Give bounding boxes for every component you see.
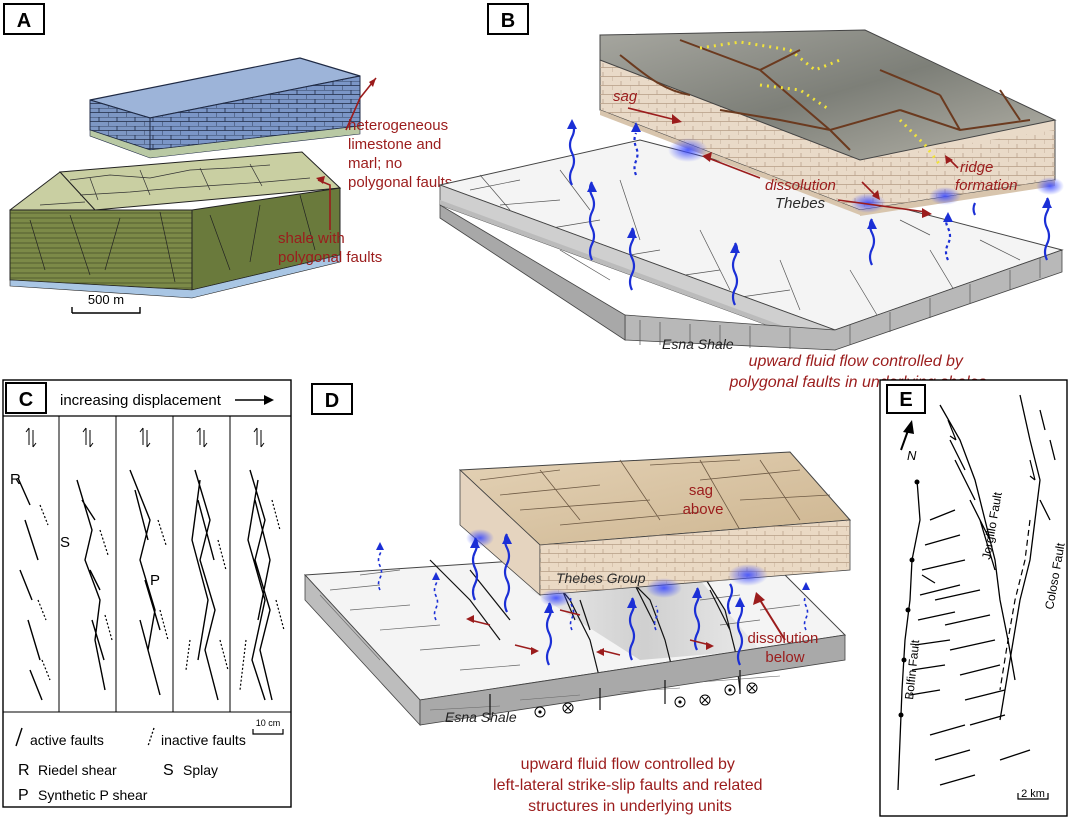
strike-slip-symbols [534, 682, 758, 718]
arrowheads-b [567, 119, 1052, 253]
thebes-group-label: Thebes Group [556, 570, 646, 586]
panel-e-label: E [899, 389, 912, 411]
shear-sense-arrows [25, 427, 265, 448]
panel-a-annotation-top: heterogeneous limestone and marl; no pol… [348, 117, 452, 191]
ridge-formation-label: ridge formation [955, 159, 1018, 194]
panel-c-label: C [19, 389, 33, 411]
panel-a-label: A [17, 10, 31, 32]
panel-a: A heterogeneous limestone and marl; no p… [3, 3, 452, 314]
legend-s-key: S [163, 762, 174, 779]
fault-map-e [897, 394, 1056, 791]
panel-c-frame [2, 379, 292, 808]
scale-bar-e [1017, 793, 1049, 800]
legend-p-key: P [18, 787, 29, 804]
legend-active-symbol [15, 727, 23, 747]
panel-b-label-box [487, 3, 529, 35]
panel-a-annotation-bottom: shale with polygonal faults [278, 230, 382, 266]
sag-label-b: sag [613, 88, 638, 105]
yellow-ridge-trace [699, 40, 942, 166]
legend-active-label: active faults [30, 732, 104, 748]
north-label: N [907, 448, 917, 463]
scale-e-label: 2 km [1021, 788, 1045, 800]
fault-traces-c [17, 469, 273, 701]
panel-d-label: D [325, 390, 339, 412]
p-shear-marker: P [150, 572, 160, 589]
panel-c: C increasing displacement R [2, 379, 292, 808]
bolfin-fault-label: Bolfin Fault [902, 638, 922, 700]
satellite-lineaments [619, 39, 1031, 151]
legend-s-text: Splay [183, 762, 218, 778]
panel-d: D Esna Shale sag [303, 383, 852, 815]
scale-bar-a [71, 307, 141, 314]
panel-e-label-box [886, 384, 926, 414]
esna-shale-label-d: Esna Shale [445, 709, 517, 725]
sag-above-label: sag above [683, 482, 724, 518]
dissolution-label-b: dissolution [765, 177, 836, 194]
scale-a-label: 500 m [88, 292, 124, 307]
panel-e: E N Jorgillo Fault Coloso Fault Bolfi [879, 379, 1068, 817]
panel-d-label-box [311, 383, 353, 415]
thebes-satellite-top [599, 29, 1057, 161]
panel-b: B Esna Shale [438, 3, 1064, 391]
arrow-a-top [345, 77, 377, 131]
panel-c-label-box [5, 382, 47, 414]
legend-inactive-label: inactive faults [161, 732, 246, 748]
slip-arrows-d [469, 609, 711, 656]
slip-half-arrows-e [921, 419, 1036, 584]
splay-marker: S [60, 534, 70, 551]
arrowheads-d [376, 534, 810, 613]
panel-b-label: B [501, 10, 515, 32]
legend-r-key: R [18, 762, 30, 779]
riedel-marker: R [10, 471, 21, 488]
panel-a-label-box [3, 3, 45, 35]
scale-bar-c [252, 729, 284, 735]
thebes-label-b: Thebes [775, 195, 826, 212]
displacement-header: increasing displacement [60, 392, 222, 409]
dissolution-arrow-d [759, 599, 786, 641]
dissolution-below-label: dissolution below [747, 630, 822, 666]
dashed-flow-arrows-d [377, 543, 809, 631]
legend-p-text: Synthetic P shear [38, 787, 148, 803]
inactive-fault-traces-c [37, 499, 285, 691]
fault-tick-marks [898, 479, 920, 718]
panel-e-frame [879, 379, 1068, 817]
caption-d: upward fluid flow controlled by left-lat… [493, 756, 767, 815]
legend-inactive-symbol [147, 727, 155, 747]
scale-c-label: 10 cm [256, 718, 281, 728]
esna-shale-label-b: Esna Shale [662, 336, 734, 352]
legend-r-text: Riedel shear [38, 762, 117, 778]
